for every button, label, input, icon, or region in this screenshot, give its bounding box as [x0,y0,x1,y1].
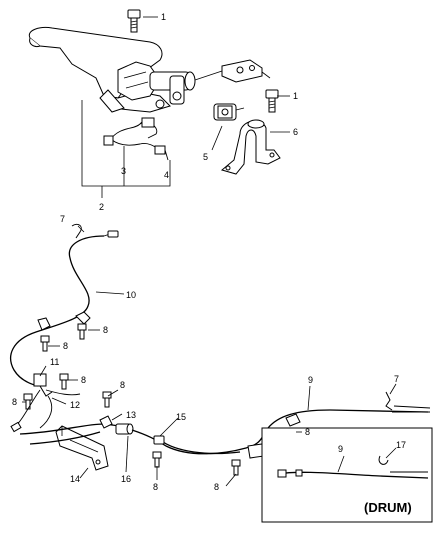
bolt-icon [231,459,241,476]
callout-16: 16 [121,474,131,484]
parking-brake-lever-icon [28,27,271,113]
callout-2: 2 [99,202,104,212]
callout-9-inset: 9 [338,444,343,454]
drum-inset-label: (DRUM) [364,500,412,515]
drum-inset [261,427,433,523]
callout-8-a: 8 [103,325,108,335]
callout-11: 11 [50,357,59,367]
callout-14: 14 [70,474,80,484]
callout-1-top: 1 [161,12,166,22]
bolt-icon [102,391,112,408]
callout-8-h: 8 [214,482,219,492]
callout-6: 6 [293,127,298,137]
mounting-bracket-icon [55,425,109,471]
callout-10: 10 [126,290,136,300]
bolt-icon [59,373,69,390]
bolt-icon [23,393,33,410]
callout-1-right: 1 [293,91,298,101]
retainer-clip-icon [385,391,393,411]
callout-3: 3 [121,166,126,176]
callout-8-f: 8 [305,427,310,437]
bolt-icon [265,89,279,113]
front-cable-icon [10,223,119,387]
bolt-icon [152,451,162,468]
bolt-icon [77,323,87,340]
callout-8-e: 8 [12,397,17,407]
callout-8-b: 8 [63,341,68,351]
callout-5: 5 [203,152,208,162]
callout-8-d: 8 [120,380,125,390]
callout-8-g: 8 [153,482,158,492]
callout-7-left: 7 [60,214,65,224]
right-rear-cable-icon [131,405,431,459]
brake-switch-icon [213,103,245,121]
callout-12: 12 [70,400,80,410]
mounting-bracket-icon [220,119,281,175]
wiring-harness-icon [103,117,169,161]
callout-17: 17 [396,440,406,450]
callout-7-right: 7 [394,374,399,384]
callout-13: 13 [126,410,136,420]
cable-equalizer-icon [10,373,81,433]
callout-8-c: 8 [81,375,86,385]
rear-cable-icon [19,415,134,445]
bolt-icon [127,9,141,33]
callout-9-main: 9 [308,375,313,385]
callout-15: 15 [176,412,186,422]
callout-4: 4 [164,170,169,180]
bolt-icon [40,335,50,352]
retainer-clip-icon [378,455,389,465]
